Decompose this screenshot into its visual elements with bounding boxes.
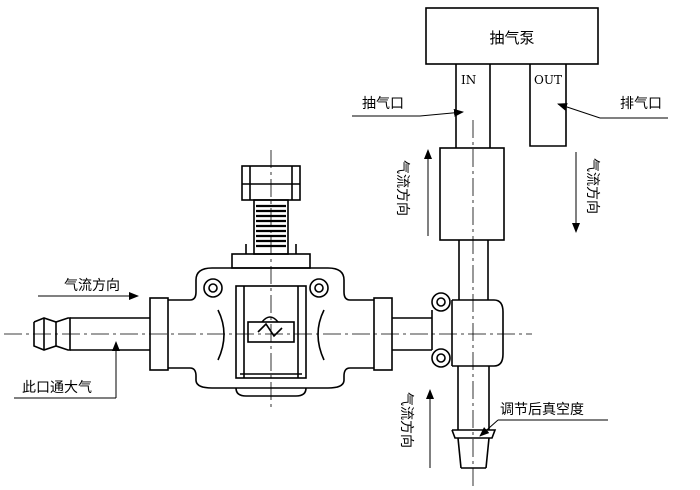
airflow-label-left: 气流方向 — [64, 278, 120, 294]
out-port-label: OUT — [534, 73, 562, 87]
regulated-vacuum-label: 调节后真空度 — [500, 402, 584, 418]
suction-port-label: 抽气口 — [362, 96, 404, 112]
open-to-atmosphere-label: 此口通大气 — [22, 380, 92, 396]
tee-connector — [431, 292, 504, 368]
suction-hose — [439, 147, 505, 300]
pump-label: 抽气泵 — [489, 29, 534, 47]
adjusting-stem — [231, 199, 311, 269]
atmosphere-leader — [14, 341, 120, 399]
right-outlet-pipe — [373, 297, 432, 371]
airflow-label-pump: 气流方向 — [394, 160, 410, 216]
stem-thread — [256, 204, 286, 248]
in-port-label: IN — [461, 73, 476, 87]
centerlines — [4, 120, 532, 486]
airflow-label-exhaust: 气流方向 — [584, 158, 600, 214]
vacuum-leader — [479, 419, 608, 437]
exhaust-leader — [557, 103, 668, 119]
exhaust-port-label: 排气口 — [620, 96, 662, 112]
left-inlet-pipe — [33, 297, 169, 371]
suction-leader — [352, 108, 464, 117]
adjusting-knob — [241, 165, 301, 201]
in-port — [455, 64, 491, 148]
vacuum-pump — [425, 7, 599, 65]
regulated-tube — [451, 366, 497, 469]
airflow-label-bottom: 气流方向 — [398, 392, 414, 448]
